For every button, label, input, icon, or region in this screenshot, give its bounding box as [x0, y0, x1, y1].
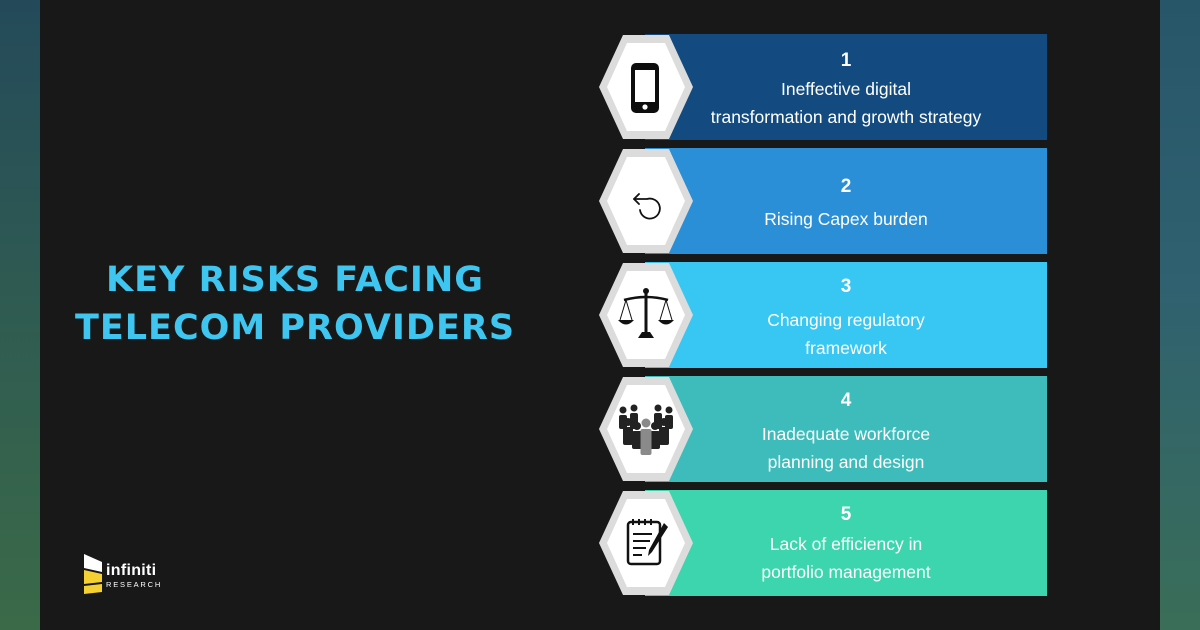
infiniti-research-logo: infiniti RESEARCH: [82, 552, 182, 596]
step-text-line-2: transformation and growth strategy: [710, 107, 982, 127]
right-edge-background: [1160, 0, 1200, 630]
risk-step-2: 2 Rising Capex burden: [645, 148, 1047, 254]
step-text-line-1: Ineffective digital: [780, 79, 912, 99]
step-text: Lack of efficiency in portfolio manageme…: [645, 530, 1047, 586]
step-text-line-1: Rising Capex burden: [764, 209, 928, 229]
smartphone-icon: [631, 63, 659, 113]
team-people-icon: [619, 404, 673, 455]
left-edge-background: [0, 0, 40, 630]
step-text-line-1: Changing regulatory: [767, 310, 925, 330]
step-text: Ineffective digital transformation and g…: [645, 75, 1047, 131]
risk-step-4: 4 Inadequate workforce planning and desi…: [645, 376, 1047, 482]
step-text: Rising Capex burden: [645, 205, 1047, 233]
risk-step-5: 5 Lack of efficiency in portfolio manage…: [645, 490, 1047, 596]
step-1-hex-badge: [599, 35, 693, 139]
step-text-line-2: portfolio management: [761, 562, 931, 582]
step-text-line-1: Inadequate workforce: [761, 424, 931, 444]
infiniti-logo-mark-icon: [84, 554, 102, 594]
step-number: 5: [840, 504, 852, 525]
logo-name: infiniti: [106, 562, 157, 579]
logo-subtitle: RESEARCH: [106, 580, 163, 589]
step-number: 4: [840, 390, 852, 411]
risk-step-3: 3 Changing regulatory framework: [645, 262, 1047, 368]
step-2-hex-badge: [599, 149, 693, 253]
step-text-line-2: framework: [805, 338, 887, 358]
step-text: Changing regulatory framework: [645, 306, 1047, 362]
step-number: 2: [840, 176, 852, 197]
clipboard-pen-icon: [626, 519, 668, 566]
risk-step-1: 1 Ineffective digital transformation and…: [645, 34, 1047, 140]
scales-of-justice-icon: [618, 288, 674, 338]
step-number: 1: [840, 50, 852, 71]
step-number: 3: [840, 276, 852, 297]
page-title: KEY RISKS FACING TELECOM PROVIDERS: [40, 256, 550, 352]
step-text-line-1: Lack of efficiency in: [769, 534, 923, 554]
step-text-line-2: planning and design: [767, 452, 925, 472]
step-5-hex-badge: [599, 491, 693, 595]
step-3-hex-badge: [599, 263, 693, 367]
step-4-hex-badge: [599, 377, 693, 481]
step-text: Inadequate workforce planning and design: [645, 420, 1047, 476]
title-line-1: KEY RISKS FACING: [106, 260, 484, 300]
title-line-2: TELECOM PROVIDERS: [74, 308, 516, 348]
redo-arrow-icon: [633, 193, 661, 220]
